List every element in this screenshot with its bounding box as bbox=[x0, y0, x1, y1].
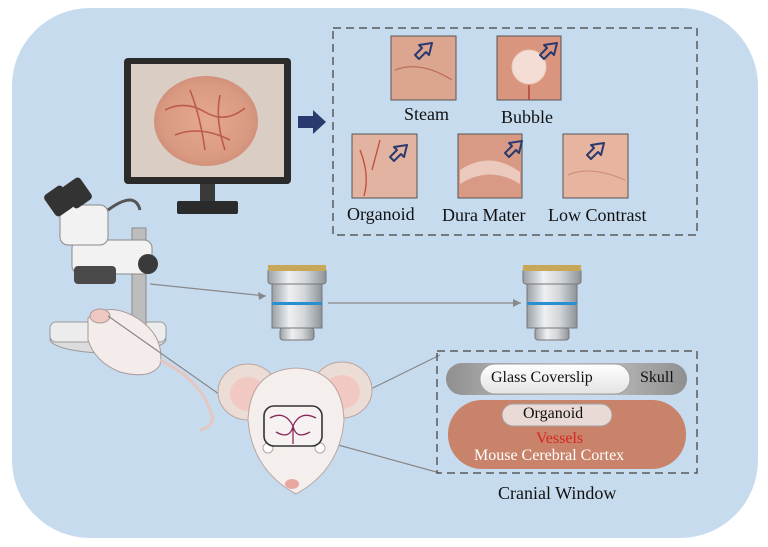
label-dura-mater: Dura Mater bbox=[442, 205, 526, 225]
label-glass-coverslip: Glass Coverslip bbox=[491, 369, 593, 386]
thumb-organoid bbox=[351, 133, 418, 199]
thumb-dura-mater bbox=[457, 133, 523, 199]
arrow-icon bbox=[389, 144, 408, 162]
label-low-contrast: Low Contrast bbox=[548, 205, 647, 225]
cranial-window-title: Cranial Window bbox=[498, 483, 617, 503]
objective-lens-2 bbox=[522, 265, 582, 341]
label-organoid: Organoid bbox=[347, 204, 415, 224]
thumb-steam bbox=[390, 35, 457, 101]
arrow-icon bbox=[539, 42, 558, 60]
label-cortex: Mouse Cerebral Cortex bbox=[474, 447, 625, 464]
thumb-bubble bbox=[496, 35, 562, 101]
label-bubble: Bubble bbox=[501, 107, 553, 127]
artifacts-box bbox=[332, 27, 698, 236]
organoid-layer bbox=[501, 403, 613, 427]
right-arrow-icon bbox=[298, 110, 326, 134]
objective-lens-1 bbox=[267, 265, 327, 341]
arrow-icon bbox=[504, 140, 523, 158]
arrow-icon bbox=[586, 142, 605, 160]
glass-coverslip bbox=[479, 363, 631, 395]
monitor bbox=[124, 58, 291, 214]
label-steam: Steam bbox=[404, 104, 449, 124]
mouse-small bbox=[87, 308, 214, 432]
label-organoid-layer: Organoid bbox=[523, 405, 584, 422]
arrow-icon bbox=[414, 42, 433, 60]
mouse-head bbox=[217, 361, 373, 495]
label-vessels: Vessels bbox=[536, 430, 584, 447]
label-skull: Skull bbox=[640, 369, 674, 386]
cranial-window-box bbox=[436, 350, 698, 474]
